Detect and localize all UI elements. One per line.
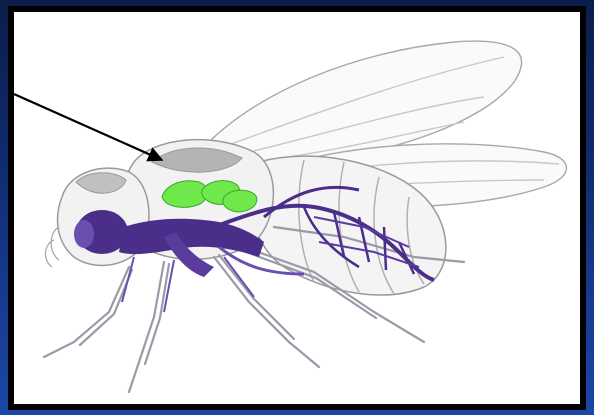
image-frame [8,6,586,410]
illustration-panel [14,12,580,404]
pointer-arrow [14,94,162,160]
fly-illustration [14,12,580,404]
